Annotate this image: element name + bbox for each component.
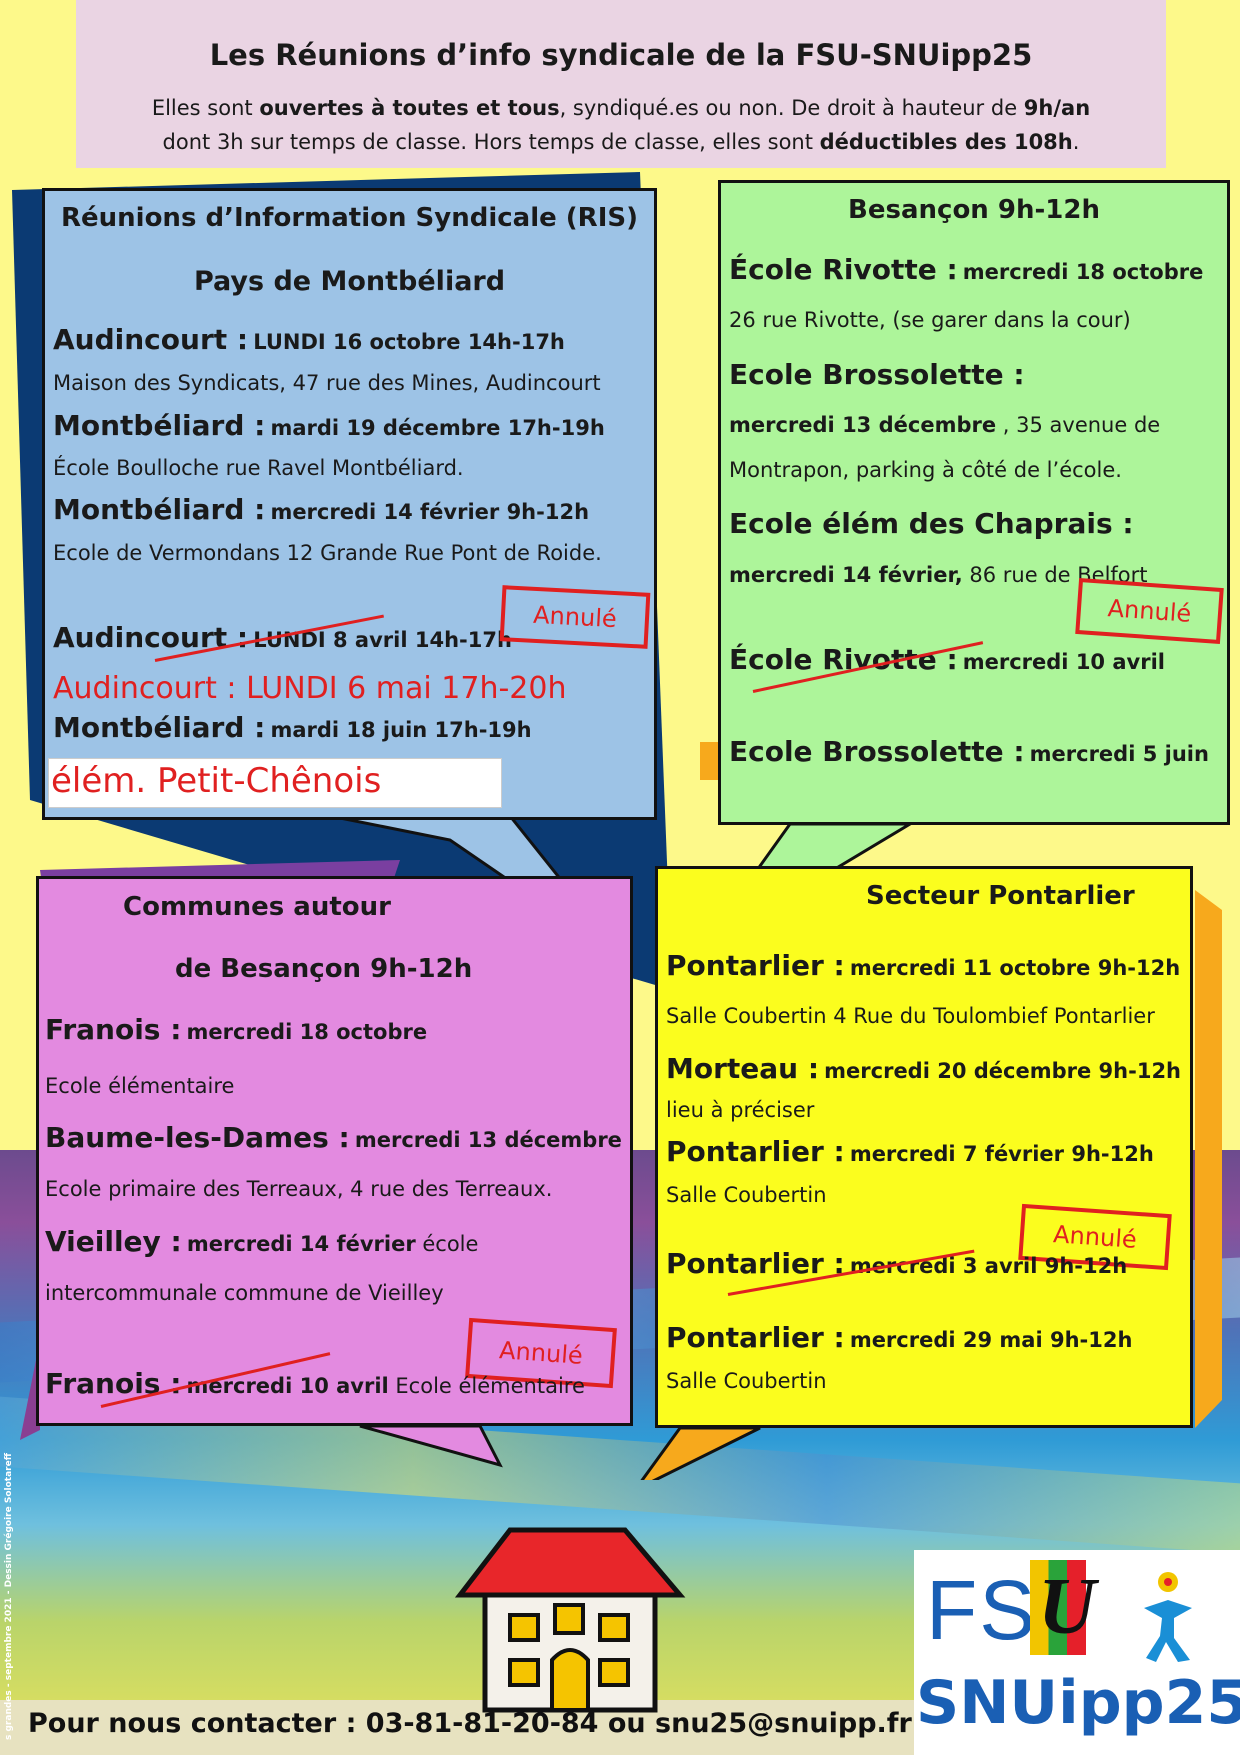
intro-text: Elles sont [151, 96, 260, 120]
intro-text: , syndiqué.es ou non. De droit à hauteur… [559, 96, 1024, 120]
event-date: mercredi 18 octobre [962, 260, 1204, 284]
event-date: mercredi 14 février [186, 1232, 416, 1256]
contact-footer: Pour nous contacter : 03-81-81-20-84 ou … [28, 1708, 912, 1739]
event-address: 86 rue de Belfort [962, 563, 1148, 587]
event-date: mercredi 13 décembre [729, 413, 997, 437]
event-date: mardi 18 juin 17h-19h [270, 718, 532, 742]
house-illustration [454, 1527, 686, 1713]
event-place: Pontarlier : [666, 1321, 845, 1354]
communes-besancon-box: Communes autour de Besançon 9h-12h Frano… [36, 876, 633, 1426]
event-place: Audincourt : [53, 323, 249, 356]
intro-text: . [1072, 130, 1080, 154]
communes-title: Communes autour [123, 892, 391, 922]
logo-fsu-text: FS [926, 1563, 1038, 1657]
event-place: Montbéliard : [53, 711, 266, 744]
logo-u-block [1030, 1560, 1086, 1655]
event-date: mercredi 18 octobre [186, 1020, 428, 1044]
event-address-cancelled: Ecole élémentaire [388, 1374, 585, 1398]
logo-child-icon [1144, 1572, 1192, 1662]
cancelled-stamp: Annulé [499, 585, 651, 649]
communes-bubble-tail [359, 1424, 503, 1468]
event-place: Ecole Brossolette : [729, 358, 1025, 391]
event-date: mercredi 13 décembre [354, 1128, 622, 1152]
event-place: Baume-les-Dames : [45, 1121, 350, 1154]
intro-bold: ouvertes à toutes et tous [259, 96, 560, 120]
intro-bold: déductibles des 108h [819, 130, 1073, 154]
event-place: Vieilley : [45, 1225, 182, 1258]
event-address: Ecole primaire des Terreaux, 4 rue des T… [45, 1177, 553, 1201]
event-address: École Boulloche rue Ravel Montbéliard. [53, 456, 464, 480]
event-date: LUNDI 16 octobre 14h-17h [253, 330, 565, 354]
event-place: Montbéliard : [53, 493, 266, 526]
event-place: Ecole Brossolette : [729, 735, 1025, 768]
event-date: mercredi 11 octobre 9h-12h [849, 956, 1181, 980]
event-date: mercredi 29 mai 9h-12h [849, 1328, 1133, 1352]
ris-subtitle: Pays de Montbéliard [193, 266, 506, 297]
pontarlier-box: Secteur Pontarlier Pontarlier : mercredi… [655, 866, 1193, 1428]
pontarlier-title: Secteur Pontarlier [866, 881, 1135, 911]
ris-title: Réunions d’Information Syndicale (RIS) [60, 203, 638, 233]
event-date: mercredi 5 juin [1029, 742, 1209, 766]
event-address: Montrapon, parking à côté de l’école. [729, 458, 1122, 482]
event-address: école [415, 1232, 479, 1256]
intro-bold: 9h/an [1023, 96, 1091, 120]
event-date-cancelled: mercredi 10 avril [962, 650, 1165, 674]
event-new-date: Audincourt : LUNDI 6 mai 17h-20h [53, 671, 567, 706]
event-address: lieu à préciser [666, 1098, 815, 1122]
event-date: mercredi 20 décembre 9h-12h [824, 1059, 1182, 1083]
event-place: Franois : [45, 1013, 182, 1046]
logo-u-letter: U [1038, 1563, 1096, 1651]
event-address: intercommunale commune de Vieilley [45, 1281, 444, 1305]
event-address: Salle Coubertin [666, 1183, 827, 1207]
event-place-cancelled: Franois : [45, 1367, 182, 1400]
event-place: Pontarlier : [666, 949, 845, 982]
event-address: , 35 avenue de [996, 413, 1161, 437]
event-date: mercredi 14 février, [729, 563, 963, 587]
event-place: École Rivotte : [729, 253, 958, 286]
address-correction-box: élém. Petit-Chênois [48, 758, 502, 808]
event-address: Salle Coubertin [666, 1369, 827, 1393]
communes-left-shadow [20, 1340, 40, 1440]
communes-title: de Besançon 9h-12h [175, 954, 473, 984]
event-address: Salle Coubertin 4 Rue du Toulombief Pont… [666, 1004, 1155, 1028]
event-address: Ecole de Vermondans 12 Grande Rue Pont d… [53, 541, 602, 565]
page-title: Les Réunions d’info syndicale de la FSU-… [209, 38, 1033, 72]
event-date: mercredi 7 février 9h-12h [849, 1142, 1154, 1166]
event-date: mardi 19 décembre 17h-19h [270, 416, 605, 440]
ris-montbeliard-box: Réunions d’Information Syndicale (RIS) P… [42, 188, 657, 820]
pontarlier-shadow-right [1195, 890, 1222, 1428]
event-place: Pontarlier : [666, 1135, 845, 1168]
event-place: Ecole élém des Chaprais : [729, 507, 1134, 540]
fsu-snuipp-logo: FS U SNUipp25 [914, 1550, 1240, 1755]
header-intro-line2: dont 3h sur temps de classe. Hors temps … [76, 130, 1166, 154]
event-address: Ecole élémentaire [45, 1074, 235, 1098]
event-date: mercredi 14 février 9h-12h [270, 500, 590, 524]
event-place: Montbéliard : [53, 409, 266, 442]
intro-text: dont 3h sur temps de classe. Hors temps … [162, 130, 820, 154]
pontarlier-bubble-tail [640, 1426, 761, 1480]
illustration-credit: s grandes - septembre 2021 - Dessin Grég… [4, 1453, 14, 1740]
event-address-correction: élém. Petit-Chênois [51, 761, 382, 801]
event-place-cancelled: Pontarlier : [666, 1247, 845, 1280]
besancon-title: Besançon 9h-12h [848, 195, 1100, 225]
logo-snuipp-text: SNUipp25 [916, 1668, 1240, 1738]
header-intro-line1: Elles sont ouvertes à toutes et tous, sy… [76, 96, 1166, 120]
event-place: Morteau : [666, 1052, 820, 1085]
cancelled-stamp: Annulé [1075, 578, 1224, 644]
header-banner: Les Réunions d’info syndicale de la FSU-… [76, 0, 1166, 168]
event-address: Maison des Syndicats, 47 rue des Mines, … [53, 371, 601, 395]
besancon-box: Besançon 9h-12h École Rivotte : mercredi… [718, 180, 1230, 825]
event-address: 26 rue Rivotte, (se garer dans la cour) [729, 308, 1131, 332]
